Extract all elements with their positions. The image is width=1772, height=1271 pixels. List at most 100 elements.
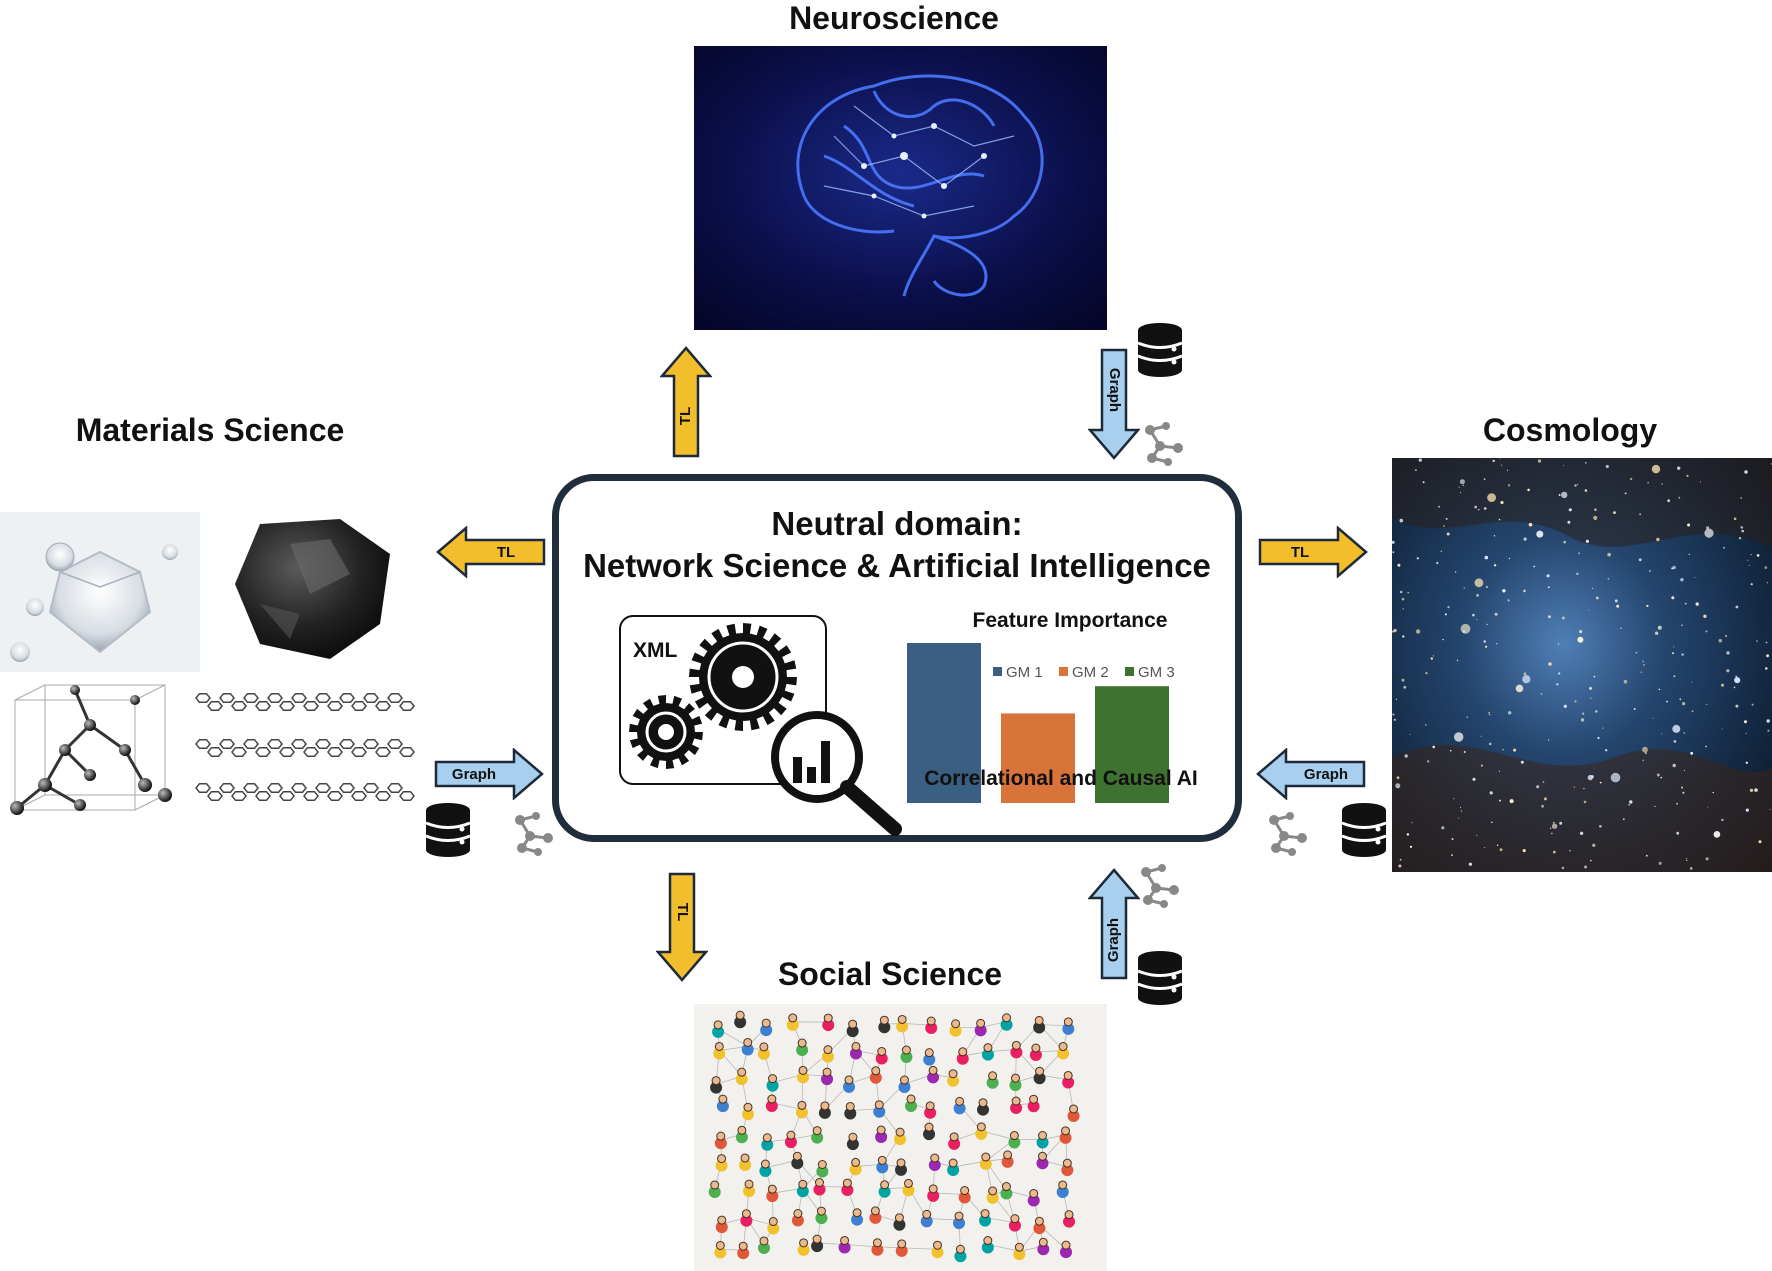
person-head <box>740 1153 750 1163</box>
person-head <box>741 1209 751 1219</box>
person-head <box>845 1101 855 1111</box>
star <box>1425 672 1428 675</box>
person-head <box>848 1132 858 1142</box>
star <box>1548 739 1550 741</box>
person-head <box>737 1125 747 1135</box>
person-node <box>1033 1021 1046 1034</box>
star <box>1540 693 1543 695</box>
star <box>1607 552 1611 557</box>
person-head <box>1009 1131 1019 1141</box>
star <box>1528 522 1533 527</box>
star <box>1569 849 1571 852</box>
star <box>1445 517 1448 520</box>
graphene-hexagon <box>375 746 391 758</box>
star <box>1411 822 1413 824</box>
star <box>1754 788 1758 792</box>
person-head <box>896 1158 906 1168</box>
person-node <box>838 1241 851 1254</box>
person-node <box>739 1159 752 1172</box>
star <box>1767 729 1770 732</box>
star <box>1576 572 1579 576</box>
person-node <box>953 1102 966 1115</box>
person-head <box>1002 1013 1012 1023</box>
person-node <box>979 1158 992 1171</box>
graphene-hexagon <box>315 738 331 750</box>
person-head <box>1029 1094 1039 1104</box>
person-node <box>981 1241 994 1254</box>
star <box>1580 718 1585 722</box>
star <box>1392 551 1395 553</box>
person-head <box>926 1016 936 1026</box>
star <box>1483 847 1486 849</box>
person-head <box>798 1065 808 1075</box>
person-node <box>1010 1046 1023 1059</box>
star <box>1397 563 1401 567</box>
person-node <box>1000 1018 1013 1031</box>
star <box>1533 565 1536 568</box>
graphene-hexagon <box>195 692 211 704</box>
star <box>1677 466 1681 470</box>
star <box>1599 781 1602 784</box>
star <box>1399 858 1402 861</box>
graphene-hexagon <box>267 782 283 794</box>
star <box>1399 590 1403 594</box>
gear-ring <box>707 641 779 713</box>
graphene-hexagon <box>387 692 403 704</box>
person-head <box>981 1152 991 1162</box>
graphene-hexagon <box>279 746 295 758</box>
person-node <box>1059 1246 1072 1259</box>
person-head <box>852 1208 862 1218</box>
star <box>1552 821 1555 824</box>
person-head <box>817 1159 827 1169</box>
person-node <box>815 1212 828 1225</box>
star <box>1551 823 1558 829</box>
person-head <box>851 1041 861 1051</box>
person-head <box>948 1158 958 1168</box>
star <box>1680 578 1684 582</box>
graphene-hexagon <box>351 746 367 758</box>
graphene-hexagon <box>399 700 415 712</box>
person-node <box>766 1190 779 1203</box>
star <box>1672 763 1676 768</box>
person-node <box>986 1191 999 1204</box>
star <box>1507 599 1510 602</box>
star <box>1568 508 1572 512</box>
network-edge <box>844 1244 878 1248</box>
person-head <box>717 1215 727 1225</box>
person-head <box>762 1133 772 1143</box>
graphene-hexagon <box>387 782 403 794</box>
star <box>1583 787 1585 790</box>
star <box>1548 662 1552 666</box>
star <box>1712 791 1714 794</box>
star <box>1542 781 1545 783</box>
person-node <box>818 1106 831 1119</box>
graphene-hexagon <box>243 782 259 794</box>
star <box>1658 688 1661 691</box>
star <box>1463 587 1465 589</box>
star <box>1508 557 1511 560</box>
star <box>1558 494 1561 496</box>
star <box>1548 615 1551 619</box>
person-head <box>1010 1214 1020 1224</box>
star <box>1658 861 1662 865</box>
star <box>1765 667 1768 670</box>
person-node <box>974 1024 987 1037</box>
graphene-hexagon <box>327 746 343 758</box>
person-head <box>1029 1189 1039 1199</box>
star <box>1721 683 1724 687</box>
diamond-lattice-image <box>5 680 175 820</box>
person-node <box>895 1244 908 1257</box>
star <box>1721 818 1724 822</box>
star <box>1509 799 1514 804</box>
star <box>1493 564 1497 567</box>
person-head <box>1064 1210 1074 1220</box>
star <box>1645 854 1648 857</box>
person-head <box>960 1186 970 1196</box>
star <box>1499 799 1501 802</box>
person-head <box>874 1100 884 1110</box>
star <box>1734 677 1741 684</box>
person-node <box>821 1073 834 1086</box>
person-head <box>814 1177 824 1187</box>
star <box>1672 652 1675 655</box>
star <box>1676 802 1678 805</box>
